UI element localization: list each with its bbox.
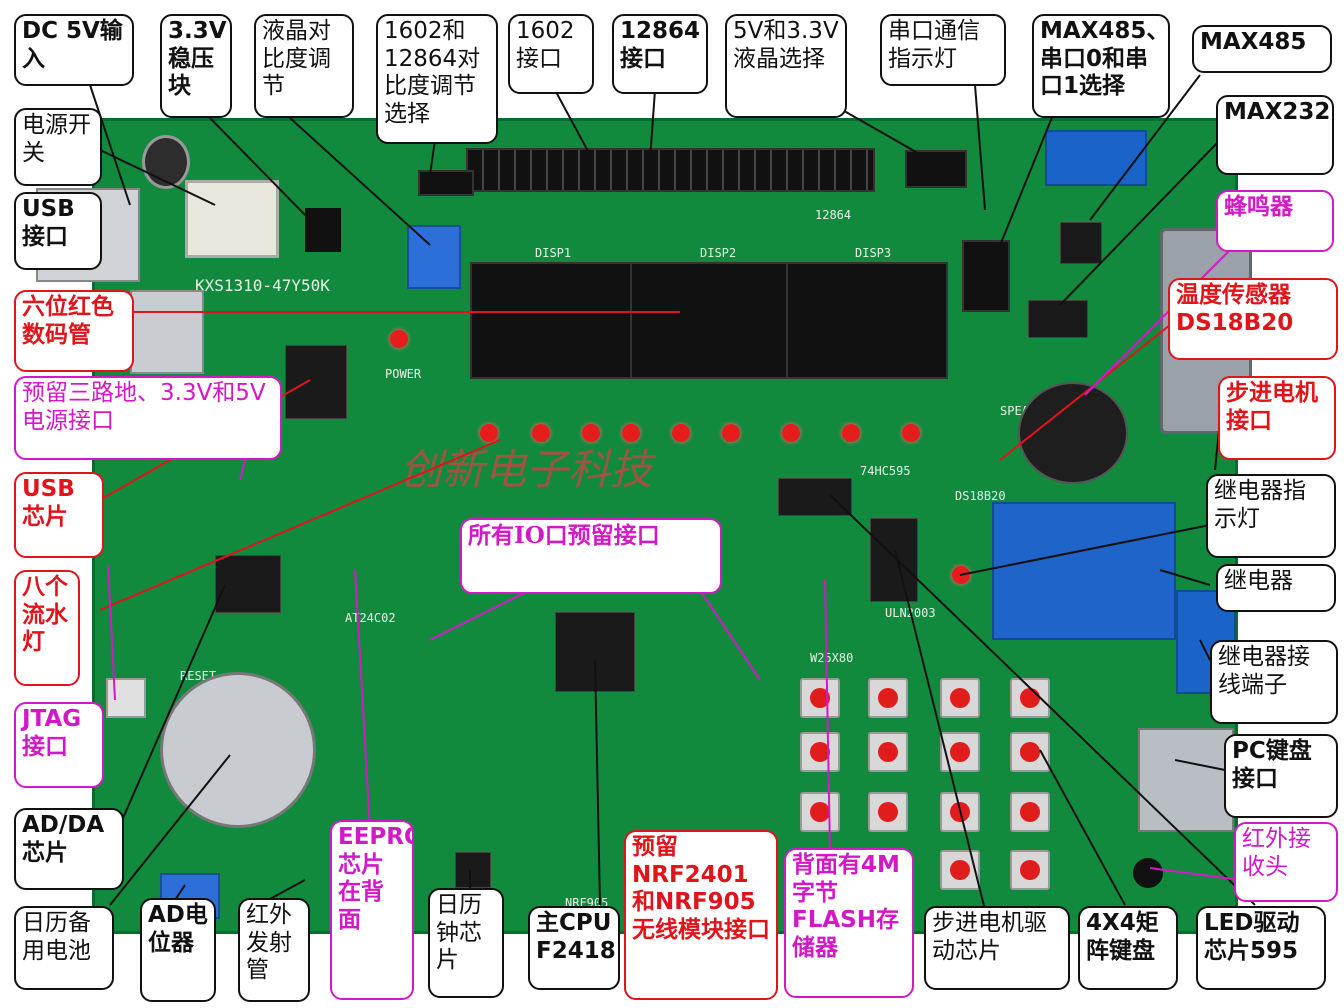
silk-disp1: DISP1 — [535, 246, 572, 260]
silk-74hc595: 74HC595 — [860, 464, 911, 478]
keypad-key — [868, 732, 908, 772]
usb-connector — [130, 290, 204, 374]
silk-power: POWER — [385, 367, 422, 381]
label-led-driver-595: LED驱动芯片595 — [1196, 906, 1326, 990]
label-contrast-select: 1602和12864对比度调节选择 — [376, 14, 498, 144]
label-relay: 继电器 — [1216, 564, 1336, 612]
label-jtag: JTAG接口 — [14, 702, 104, 788]
regulator-chip — [305, 208, 341, 252]
keypad-key — [800, 792, 840, 832]
label-adda-chip: AD/DA芯片 — [14, 808, 124, 890]
flow-led — [782, 424, 800, 442]
silk-w25x80: W25X80 — [810, 651, 854, 665]
ir-receiver — [1133, 858, 1163, 888]
label-5v-3v3-lcd-select: 5V和3.3V液晶选择 — [725, 14, 847, 118]
label-buzzer: 蜂鸣器 — [1216, 190, 1334, 252]
label-io-reserved: 所有IO口预留接口 — [460, 518, 722, 594]
label-rtc-chip: 日历钟芯片 — [428, 888, 504, 998]
flow-led — [582, 424, 600, 442]
voltage-select-jumper — [905, 150, 967, 188]
power-led — [390, 330, 408, 348]
label-reserved-power: 预留三路地、3.3V和5V电源接口 — [14, 376, 282, 460]
label-main-cpu: 主CPU F2418 — [528, 906, 620, 990]
label-1602-port: 1602接口 — [508, 14, 594, 94]
label-usb-port: USB接口 — [14, 192, 102, 270]
seven-seg-display-3 — [786, 262, 948, 379]
label-max485: MAX485 — [1192, 25, 1332, 73]
max485-terminal — [1045, 130, 1147, 186]
ps2-port — [1138, 728, 1234, 832]
max485-chip — [1060, 222, 1102, 264]
silk-12864: 12864 — [815, 208, 852, 222]
keypad-key — [940, 850, 980, 890]
label-keypad: 4X4矩阵键盘 — [1078, 906, 1178, 990]
label-ir-receiver: 红外接收头 — [1234, 822, 1338, 902]
label-usb-chip: USB芯片 — [14, 472, 104, 558]
label-flow-leds: 八个流水灯 — [14, 570, 80, 686]
flow-led — [722, 424, 740, 442]
relay — [992, 502, 1176, 640]
flow-led — [902, 424, 920, 442]
buzzer — [1018, 382, 1128, 484]
keypad-key — [868, 792, 908, 832]
seven-seg-display-2 — [630, 262, 790, 379]
label-relay-indicator: 继电器指示灯 — [1206, 474, 1336, 558]
label-flash-memory: 背面有4M字节FLASH存储器 — [784, 848, 914, 998]
keypad-key — [1010, 678, 1050, 718]
label-uart-indicator: 串口通信指示灯 — [880, 14, 1006, 86]
label-lcd-contrast: 液晶对比度调节 — [254, 14, 354, 118]
hc595-chip — [778, 478, 852, 516]
label-max232: MAX232 — [1216, 95, 1334, 175]
flow-led — [480, 424, 498, 442]
keypad-key — [940, 732, 980, 772]
label-stepper-port: 步进电机接口 — [1218, 376, 1336, 460]
label-eeprom: EEPROM芯片在背面 — [330, 820, 414, 1000]
silk-disp2: DISP2 — [700, 246, 737, 260]
usb-chip — [285, 345, 347, 419]
keypad-key — [868, 678, 908, 718]
keypad-key — [800, 732, 840, 772]
max232-chip — [1028, 300, 1088, 338]
rtc-chip — [455, 852, 491, 888]
label-ad-potentiometer: AD电位器 — [140, 898, 216, 1002]
label-relay-terminal: 继电器接线端子 — [1210, 640, 1338, 724]
power-switch — [185, 180, 279, 258]
lcd-header — [466, 148, 875, 192]
label-nrf-wireless: 预留NRF2401和NRF905无线模块接口 — [624, 830, 778, 1000]
watermark: 创新电子科技 — [400, 445, 653, 494]
label-ir-transmitter: 红外发射管 — [238, 898, 310, 1002]
label-temp-sensor: 温度传感器DS18B20 — [1168, 278, 1338, 360]
board-model: KXS1310-47Y50K — [195, 276, 330, 295]
flow-led — [532, 424, 550, 442]
uart-select-jumper — [962, 240, 1010, 312]
seven-seg-display-1 — [470, 262, 634, 379]
label-12864-port: 12864接口 — [612, 14, 708, 94]
label-six-digit-display: 六位红色数码管 — [14, 290, 134, 372]
keypad-key — [940, 678, 980, 718]
reset-button — [106, 678, 146, 718]
flow-led — [842, 424, 860, 442]
contrast-jumper — [418, 170, 474, 196]
keypad-key — [1010, 732, 1050, 772]
keypad-key — [1010, 850, 1050, 890]
coin-battery — [160, 672, 316, 828]
flow-led — [672, 424, 690, 442]
label-power-switch: 电源开关 — [14, 108, 102, 186]
flow-led — [622, 424, 640, 442]
label-backup-battery: 日历备用电池 — [14, 906, 114, 990]
keypad-key — [1010, 792, 1050, 832]
label-stepper-driver: 步进电机驱动芯片 — [924, 906, 1070, 990]
label-pc-keyboard: PC键盘接口 — [1224, 734, 1338, 818]
label-dc5v-input: DC 5V输入 — [14, 14, 134, 86]
label-max485-uart-select: MAX485、串口0和串口1选择 — [1032, 14, 1170, 118]
adda-chip — [215, 555, 281, 613]
keypad-key — [800, 678, 840, 718]
uln2003-chip — [870, 518, 918, 602]
silk-disp3: DISP3 — [855, 246, 892, 260]
electrolytic-capacitor — [142, 135, 190, 189]
silk-ds18b20: DS18B20 — [955, 489, 1006, 503]
label-3v3-regulator: 3.3V稳压块 — [160, 14, 232, 118]
contrast-potentiometer — [407, 225, 461, 289]
